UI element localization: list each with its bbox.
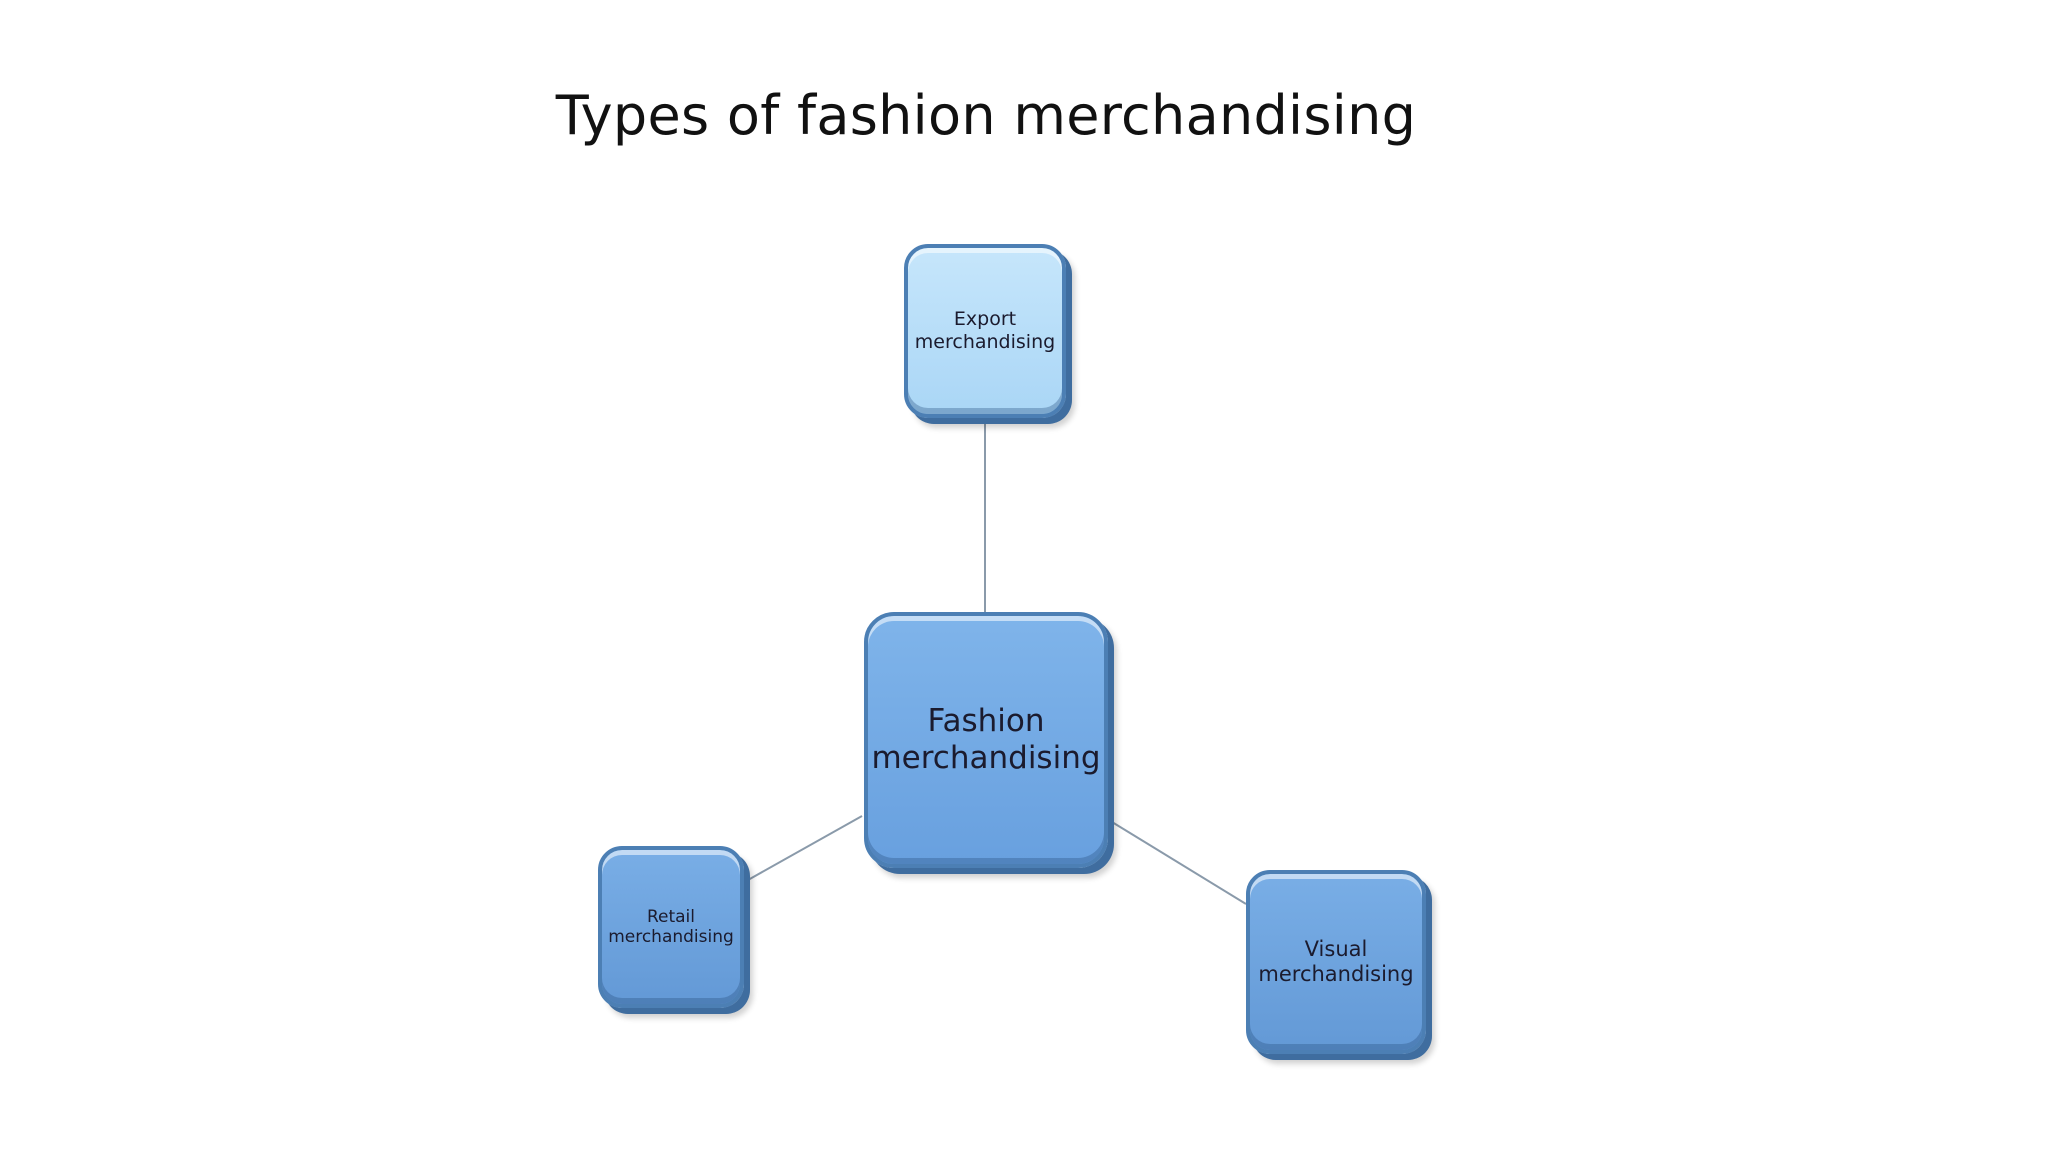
node-visual-line2: merchandising bbox=[1258, 962, 1414, 986]
node-center-line2: merchandising bbox=[871, 740, 1101, 776]
node-export-line2: merchandising bbox=[914, 331, 1056, 353]
node-fashion-merchandising: Fashion merchandising bbox=[864, 612, 1108, 868]
node-retail-merchandising: Retail merchandising bbox=[598, 846, 744, 1008]
node-export-merchandising: Export merchandising bbox=[904, 244, 1066, 418]
node-visual-line1: Visual bbox=[1304, 936, 1368, 961]
connector-center-to-visual bbox=[1111, 821, 1247, 905]
node-center-line1: Fashion bbox=[927, 702, 1045, 739]
slide-title: Types of fashion merchandising bbox=[555, 84, 1417, 147]
node-retail-line2: merchandising bbox=[608, 927, 734, 947]
connector-center-to-retail bbox=[747, 815, 863, 881]
node-visual-merchandising: Visual merchandising bbox=[1246, 870, 1426, 1054]
node-export-line1: Export bbox=[953, 308, 1017, 331]
node-retail-line1: Retail bbox=[646, 906, 696, 927]
